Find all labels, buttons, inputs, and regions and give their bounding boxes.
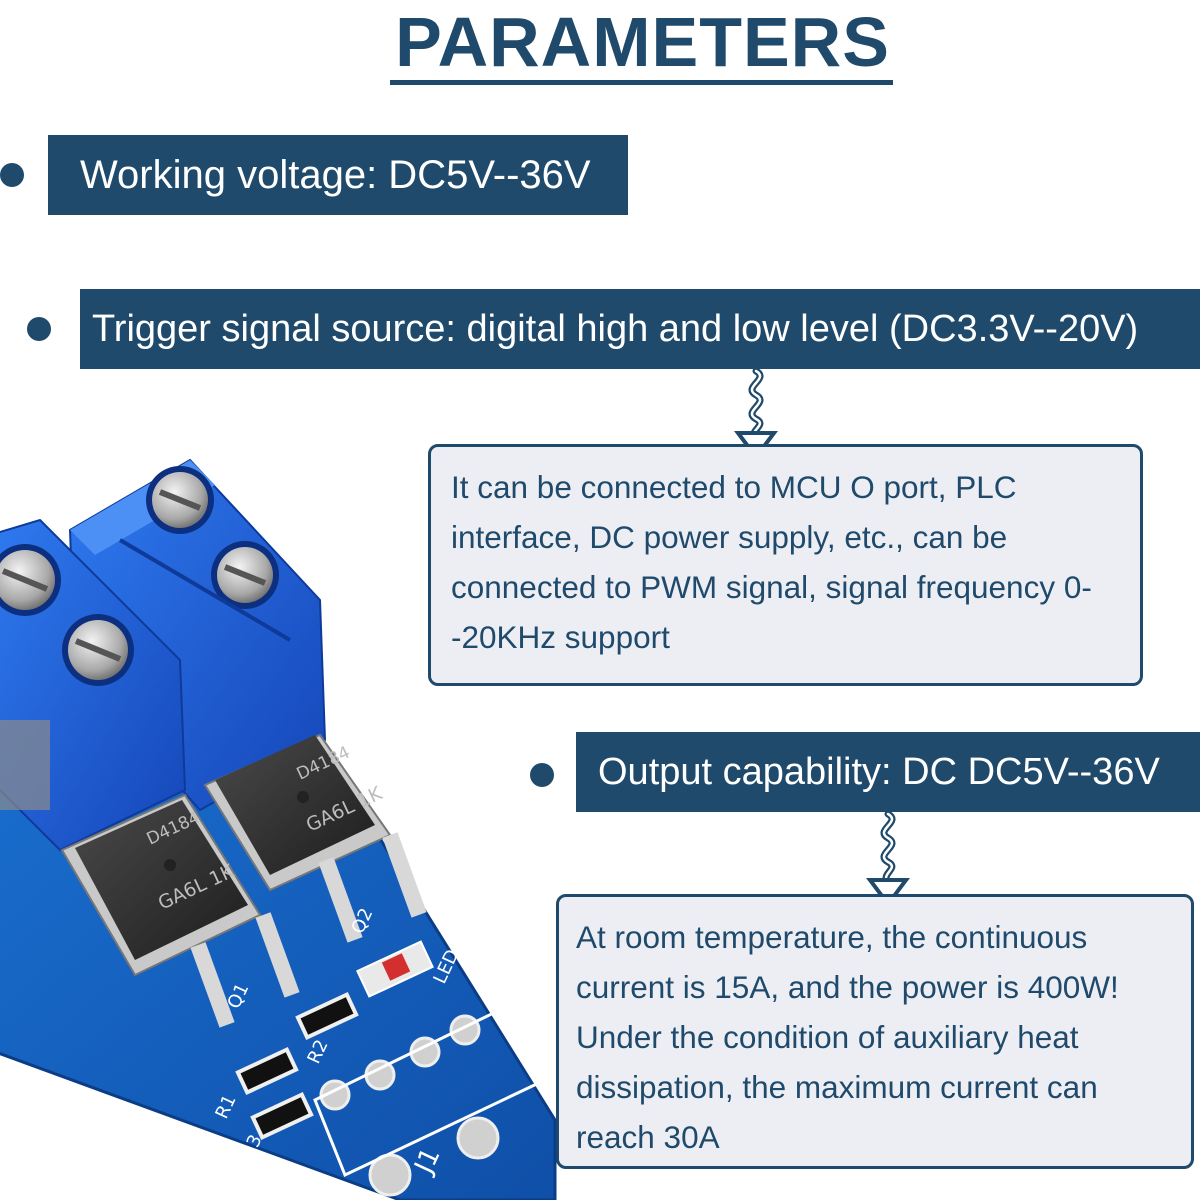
squiggle-arrow-icon — [866, 812, 910, 907]
trigger-signal-band: Trigger signal source: digital high and … — [80, 289, 1200, 369]
working-voltage-band: Working voltage: DC5V--36V — [48, 135, 628, 215]
mosfet-q1: D4184 GA6L 1K — [60, 793, 300, 1028]
title-underline — [390, 80, 893, 85]
output-note-box: At room temperature, the continuous curr… — [556, 894, 1194, 1169]
mosfet-module-photo: D4184 GA6L 1K D4184 GA6L 1K Q1 Q2 LED R1… — [0, 458, 557, 1200]
bullet-dot — [27, 317, 51, 341]
mosfet-q2: D4184 GA6L 1K — [203, 733, 427, 943]
trigger-note-box: It can be connected to MCU O port, PLC i… — [428, 444, 1143, 686]
bullet-dot — [530, 763, 554, 787]
bullet-dot — [0, 163, 24, 187]
trigger-note-text: It can be connected to MCU O port, PLC i… — [451, 469, 1092, 655]
page-title: PARAMETERS — [395, 3, 890, 81]
output-note-text: At room temperature, the continuous curr… — [576, 919, 1119, 1155]
output-capability-band: Output capability: DC DC5V--36V — [576, 732, 1200, 812]
